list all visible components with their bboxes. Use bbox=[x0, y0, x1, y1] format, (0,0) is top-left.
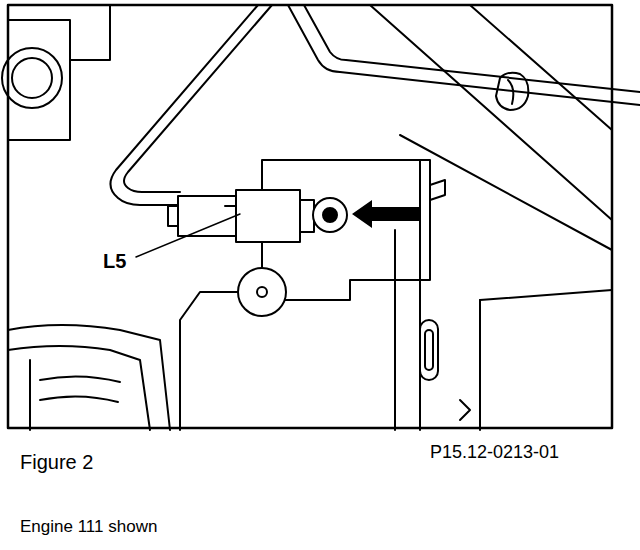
part-label: L5 bbox=[103, 250, 126, 272]
figure-code: P15.12-0213-01 bbox=[430, 443, 559, 463]
note: Engine 111 shown bbox=[20, 518, 157, 537]
figure-caption: Figure 2 bbox=[20, 451, 93, 473]
